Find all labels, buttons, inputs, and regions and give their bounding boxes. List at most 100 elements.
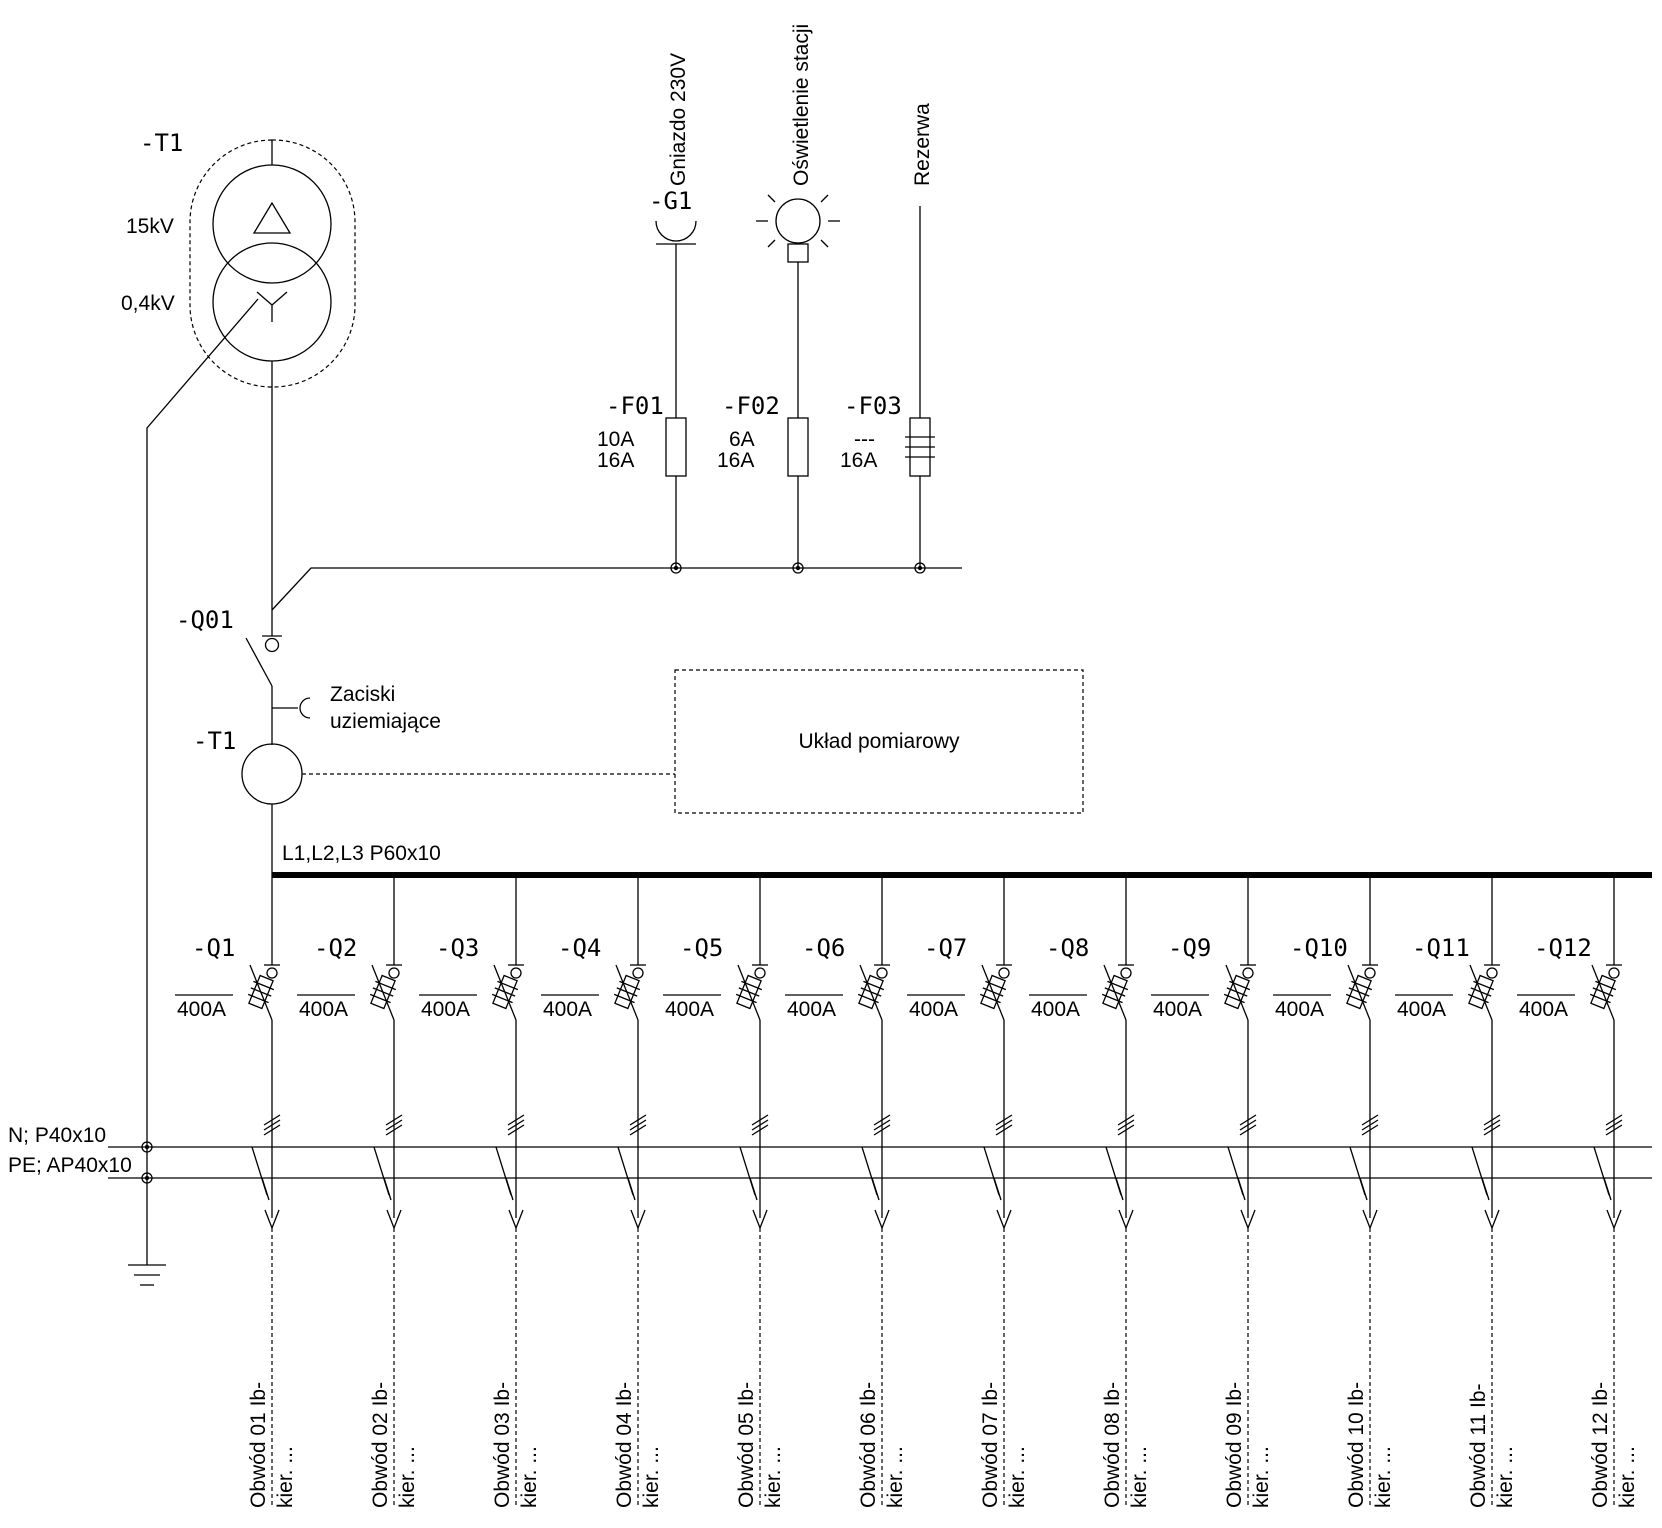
feeder-switch-label: -Q12 <box>1534 934 1592 962</box>
current-transformer-icon <box>241 743 303 805</box>
switch-contact-icon <box>632 967 644 979</box>
pe-tap <box>1481 1177 1490 1201</box>
phase-tick-icon <box>1239 1124 1257 1136</box>
aux-circuits: Gniazdo 230V -G1 -F01 10A 16A Oświetleni… <box>271 24 962 611</box>
fuse-label: -F02 <box>722 392 780 420</box>
feeder-rating: 400A <box>665 998 714 1021</box>
feeder-circuit-name: Obwód 06 Ib- <box>857 1382 880 1508</box>
fuse-switch-icon <box>491 974 519 1010</box>
phase-tick-icon <box>995 1119 1013 1131</box>
spare-circuit: Rezerwa -F03 --- 16A <box>840 103 935 574</box>
fuse-switch-icon <box>369 974 397 1010</box>
fuse-switch-icon <box>1589 974 1617 1010</box>
feeder-direction: kier. ... <box>518 1446 541 1508</box>
phase-tick-icon <box>1605 1124 1623 1136</box>
feeder-rating: 400A <box>1031 998 1080 1021</box>
pe-tap <box>993 1177 1002 1201</box>
feeder-switch-label: -Q6 <box>802 934 845 962</box>
lighting-circuit: Oświetlenie stacji -F02 6A 16A <box>717 24 840 574</box>
phase-tick-icon <box>385 1124 403 1136</box>
switch-contact-icon <box>264 637 280 653</box>
fuse-switch-icon <box>247 974 275 1010</box>
phase-tick-icon <box>1361 1119 1379 1131</box>
feeder-circuit-name: Obwód 11 Ib- <box>1467 1383 1490 1508</box>
feeder-circuit-name: Obwód 02 Ib- <box>369 1382 392 1508</box>
switch-contact-icon <box>1120 967 1132 979</box>
pe-tap <box>871 1177 880 1201</box>
feeder-rating: 400A <box>1519 998 1568 1021</box>
phase-tick-icon <box>995 1124 1013 1136</box>
fuse-switch-icon <box>1101 974 1129 1010</box>
phase-tick-icon <box>1483 1124 1501 1136</box>
feeder-circuit-name: Obwód 01 Ib- <box>247 1382 270 1508</box>
switch-contact-icon <box>1364 967 1376 979</box>
switch-contact-icon <box>388 967 400 979</box>
pe-tap <box>505 1177 514 1201</box>
phase-tick-icon <box>629 1119 647 1131</box>
switch-contact-icon <box>1242 967 1254 979</box>
phase-tick-icon <box>751 1119 769 1131</box>
primary-voltage: 15kV <box>126 215 174 238</box>
feeder-switch-label: -Q1 <box>192 934 235 962</box>
fuse-switch-icon <box>979 974 1007 1010</box>
phase-tick-icon <box>263 1124 281 1136</box>
aux-circuit-name: Oświetlenie stacji <box>790 24 813 186</box>
phase-tick-icon <box>873 1124 891 1136</box>
secondary-voltage: 0,4kV <box>121 292 175 315</box>
feeder-rating: 400A <box>299 998 348 1021</box>
phase-tick-icon <box>1483 1119 1501 1131</box>
earthing-label-line1: Zaciski <box>330 683 395 706</box>
main-switch-label: -Q01 <box>176 606 234 634</box>
feeder-rating: 400A <box>177 998 226 1021</box>
phase-tick-icon <box>1483 1114 1501 1126</box>
feeder-circuit-name: Obwód 05 Ib- <box>735 1382 758 1508</box>
feeder-direction: kier. ... <box>762 1446 785 1508</box>
phase-tick-icon <box>1361 1114 1379 1126</box>
feeder-switch-label: -Q3 <box>436 934 479 962</box>
junction-dot <box>792 562 804 574</box>
feeder-direction: kier. ... <box>1250 1446 1273 1508</box>
pe-tap <box>1115 1177 1124 1201</box>
star-icon <box>256 291 288 322</box>
junction-dot <box>141 1172 153 1184</box>
phase-tick-icon <box>751 1124 769 1136</box>
switch-blade <box>245 637 273 687</box>
feeder-switch-label: -Q2 <box>314 934 357 962</box>
fuse-switch-icon <box>1345 974 1373 1010</box>
fuse-label: -F01 <box>606 392 664 420</box>
phase-tick-icon <box>629 1124 647 1136</box>
ground-icon <box>128 1264 166 1286</box>
pe-tap <box>627 1177 636 1201</box>
feeder-circuit-name: Obwód 03 Ib- <box>491 1382 514 1508</box>
phase-tick-icon <box>263 1119 281 1131</box>
phase-tick-icon <box>1239 1119 1257 1131</box>
delta-icon <box>252 201 292 234</box>
earth-conductor <box>146 298 259 1265</box>
junction-dot <box>141 1141 153 1153</box>
feeder-switch-label: -Q7 <box>924 934 967 962</box>
fuse-size: 16A <box>840 449 877 472</box>
junction-dot <box>914 562 926 574</box>
earthing-label-line2: uziemiające <box>330 710 441 733</box>
fuse-rating: 10A <box>597 428 634 451</box>
feeder-circuit-name: Obwód 09 Ib- <box>1223 1382 1246 1508</box>
phase-tick-icon <box>1361 1124 1379 1136</box>
feeder-rating: 400A <box>909 998 958 1021</box>
pe-tap <box>1359 1177 1368 1201</box>
phase-tick-icon <box>1117 1114 1135 1126</box>
busbars: L1,L2,L3 P60x10 N; P40x10 PE; AP40x10 <box>8 842 1652 1184</box>
current-transformer: -T1 <box>193 727 675 875</box>
fuse-rating: 6A <box>729 428 755 451</box>
switch-contact-icon <box>1608 967 1620 979</box>
junction-dot <box>670 562 682 574</box>
phase-tick-icon <box>1605 1119 1623 1131</box>
pe-tap <box>261 1177 270 1201</box>
